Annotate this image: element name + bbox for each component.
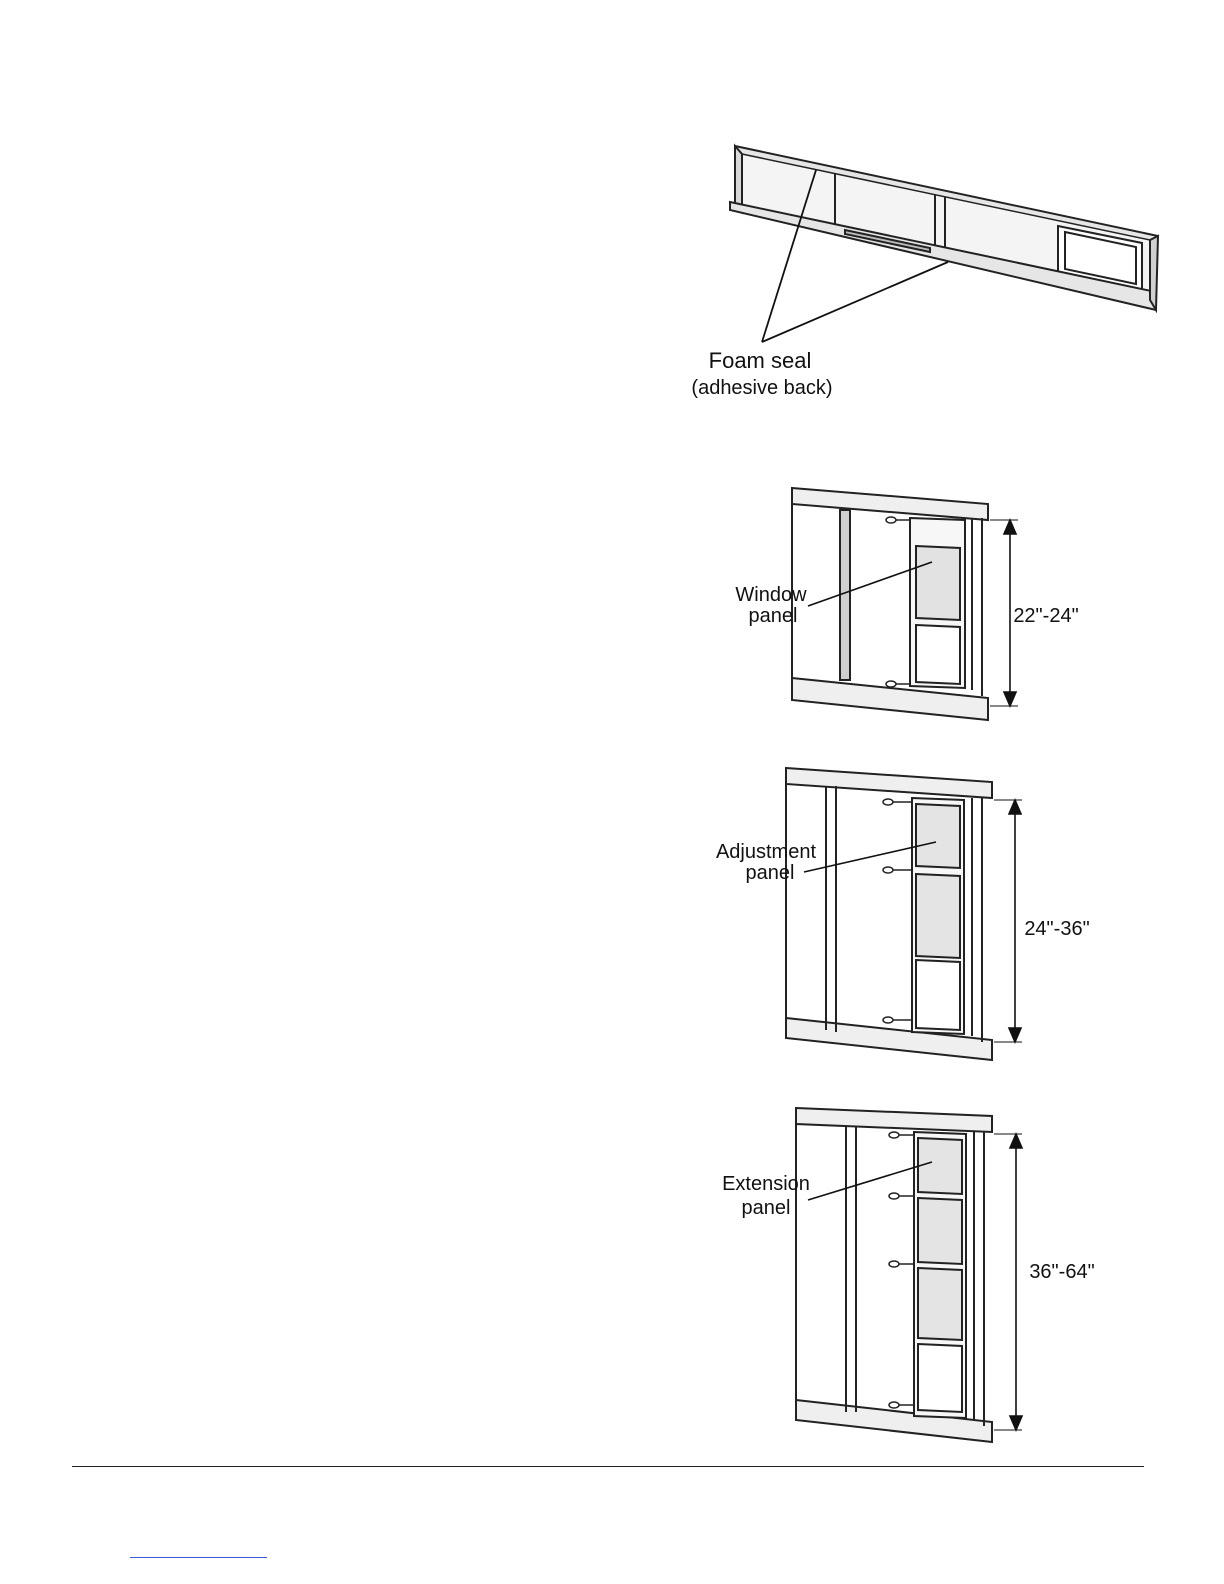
adjustment-panel-dimension-label: 24"-36": [1024, 918, 1089, 940]
adjustment-frame-drawing: [786, 768, 992, 1060]
window-panel-sublabel: panel: [749, 605, 798, 627]
extension-panel-sublabel: panel: [742, 1197, 791, 1219]
extension-panel-figure: Extension panel 36"-64": [700, 1100, 1120, 1450]
adjustment-panel-dimension: [994, 800, 1022, 1042]
footer-link-underline: [130, 1557, 267, 1558]
foam-seal-figure: Foam seal (adhesive back): [680, 140, 1170, 410]
window-panel-figure: Window panel 22"-24": [720, 480, 1120, 730]
window-panel-screws: [886, 517, 910, 687]
extension-frame-drawing: [796, 1108, 992, 1442]
window-rail-drawing: [730, 146, 1158, 310]
window-panel-dimension-label: 22"-24": [1013, 605, 1078, 627]
foam-seal-sublabel: (adhesive back): [691, 377, 832, 399]
footer-divider: [72, 1466, 1144, 1467]
adjustment-panel-figure: Adjustment panel 24"-36": [700, 760, 1120, 1070]
adjustment-panel-sublabel: panel: [746, 862, 795, 884]
extension-panel-dimension: [994, 1134, 1022, 1430]
adjustment-panel-screws: [883, 799, 912, 1023]
adjustment-panel-label: Adjustment: [716, 841, 816, 863]
window-panel-label: Window: [735, 584, 807, 606]
foam-seal-label: Foam seal: [709, 348, 812, 373]
extension-panel-dimension-label: 36"-64": [1029, 1261, 1094, 1283]
extension-panel-label: Extension: [722, 1173, 810, 1195]
